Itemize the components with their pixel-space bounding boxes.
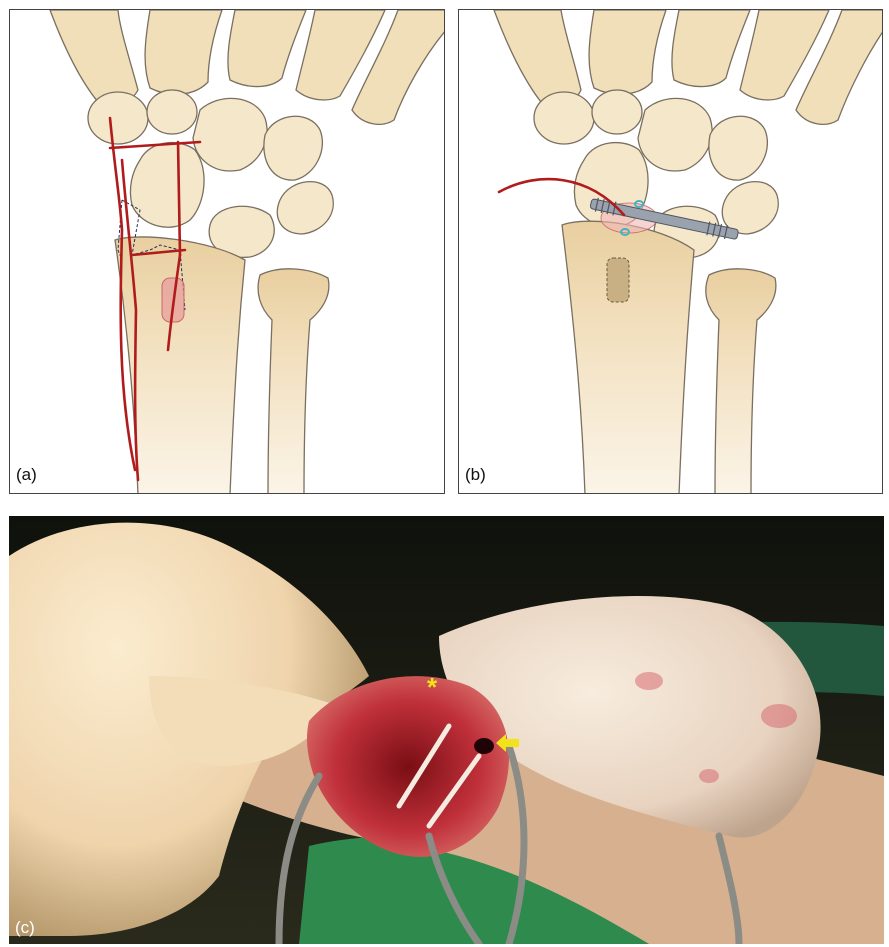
panel-c: * (c) [9,516,884,944]
ulna-bone [706,269,776,494]
wrist-bones-illustration-screw-fixation [459,10,883,494]
surgical-photo-wrist-open-approach: * [9,516,884,944]
panel-a: (a) [9,9,445,494]
asterisk-annotation: * [427,672,438,702]
carpal-bones [88,90,333,257]
panel-b: (b) [458,9,883,494]
graft-donor-site [607,258,629,302]
drill-hole [474,738,494,754]
ulna-bone [258,269,329,494]
panel-label: (c) [15,918,35,938]
panel-label: (a) [16,465,37,485]
panel-label: (b) [465,465,486,485]
wrist-bones-illustration-incision-lines [10,10,445,494]
